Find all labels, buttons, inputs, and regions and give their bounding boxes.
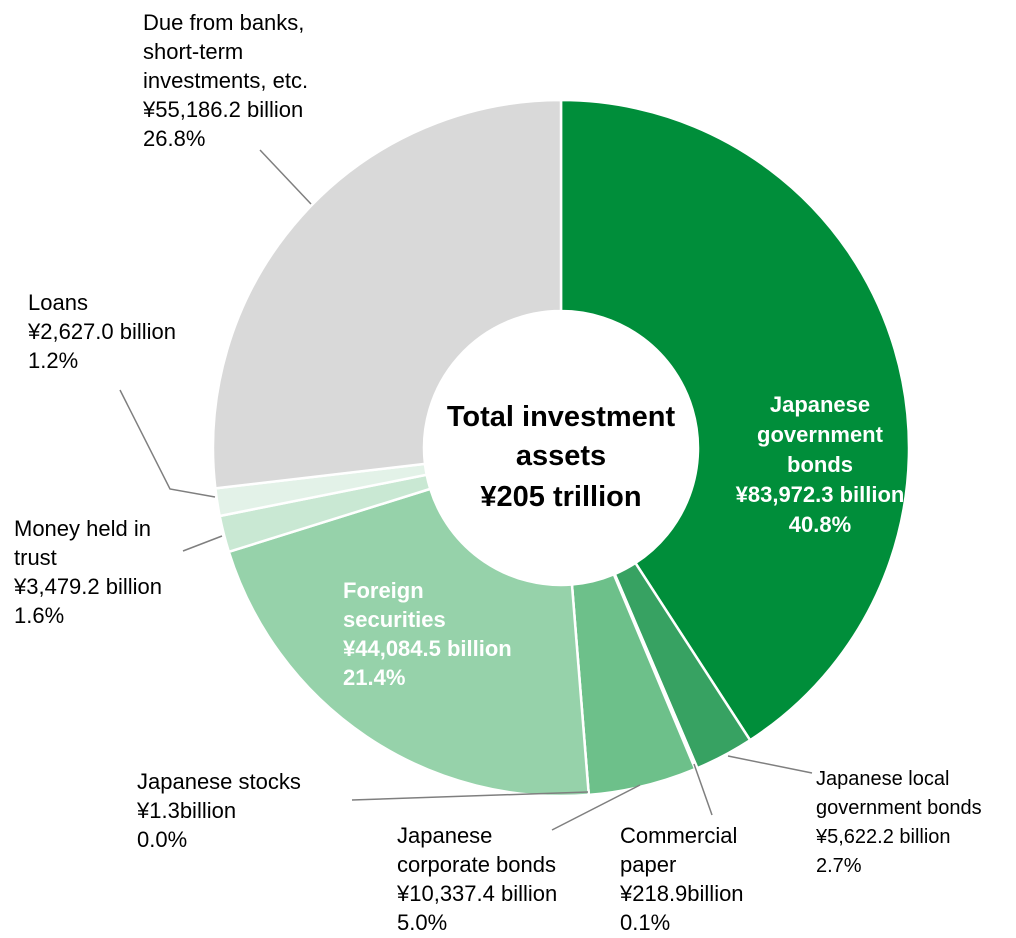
label-japanese-corporate-bonds-line-1: Japanese [397,823,492,848]
leader-japanese-local-government-bonds [727,755,813,774]
leader-japanese-stocks [351,791,589,801]
label-japanese-local-government-bonds-line-2: government bonds [816,797,982,819]
center-label-line-1: Total investment [447,401,676,433]
leader-lines [119,149,813,831]
label-due-from-banks-short-term-investments-etc-line-5: 26.8% [143,126,205,151]
label-commercial-paper-line-4: 0.1% [620,910,670,935]
label-commercial-paper-line-1: Commercial [620,823,737,848]
label-loans-line-1: Loans [28,290,88,315]
slice-labels: Japanese government bonds ¥83,972.3 billion… [13,10,982,935]
label-money-held-in-trust-line-1: Money held in [14,516,151,541]
donut-slices [211,98,911,798]
label-foreign-securities-line-1: Foreign [343,578,424,603]
label-japanese-stocks-line-3: 0.0% [137,827,187,852]
label-due-from-banks-short-term-investments-etc-line-3: investments, etc. [143,68,308,93]
label-japanese-stocks-line-2: ¥1.3billion [136,798,236,823]
label-money-held-in-trust-line-4: 1.6% [14,603,64,628]
label-due-from-banks-short-term-investments-etc-line-1: Due from banks, [143,10,304,35]
slice-due-from-banks-short-term-investments-etc [211,98,563,490]
label-due-from-banks-short-term-investments-etc-line-4: ¥55,186.2 billion [142,97,303,122]
label-japanese-government-bonds-line-1: Japanese [770,392,870,417]
leader-japanese-corporate-bonds [551,784,641,831]
label-japanese-government-bonds-line-3: bonds [787,452,853,477]
label-foreign-securities-line-2: securities [343,607,446,632]
label-japanese-local-government-bonds-line-1: Japanese local [816,768,949,790]
label-due-from-banks-short-term-investments-etc-line-2: short-term [143,39,243,64]
leader-loans [119,389,216,498]
label-loans-line-3: 1.2% [28,348,78,373]
leader-commercial-paper [693,763,713,816]
label-commercial-paper-line-3: ¥218.9billion [619,881,744,906]
label-money-held-in-trust-line-2: trust [14,545,57,570]
label-japanese-stocks-line-1: Japanese stocks [137,769,301,794]
label-foreign-securities-line-4: 21.4% [343,665,405,690]
label-japanese-local-government-bonds-line-3: ¥5,622.2 billion [815,826,951,848]
center-label: Total investment assets ¥205 trillion [447,401,676,513]
label-japanese-corporate-bonds-line-3: ¥10,337.4 billion [396,881,557,906]
slice-foreign-securities [227,487,591,798]
label-japanese-government-bonds-line-2: government [757,422,884,447]
label-commercial-paper-line-2: paper [620,852,676,877]
center-label-line-2: assets [516,440,606,472]
label-foreign-securities-line-3: ¥44,084.5 billion [343,636,512,661]
label-japanese-government-bonds-line-5: 40.8% [789,512,851,537]
label-japanese-local-government-bonds-line-4: 2.7% [816,855,862,877]
label-japanese-corporate-bonds-line-2: corporate bonds [397,852,556,877]
label-money-held-in-trust-line-3: ¥3,479.2 billion [13,574,162,599]
label-japanese-government-bonds-line-4: ¥83,972.3 billion [736,482,905,507]
center-label-line-3: ¥205 trillion [480,481,641,513]
label-loans-line-2: ¥2,627.0 billion [27,319,176,344]
leader-due-from-banks [259,149,312,205]
label-japanese-corporate-bonds-line-4: 5.0% [397,910,447,935]
leader-money-held-in-trust [182,535,223,552]
